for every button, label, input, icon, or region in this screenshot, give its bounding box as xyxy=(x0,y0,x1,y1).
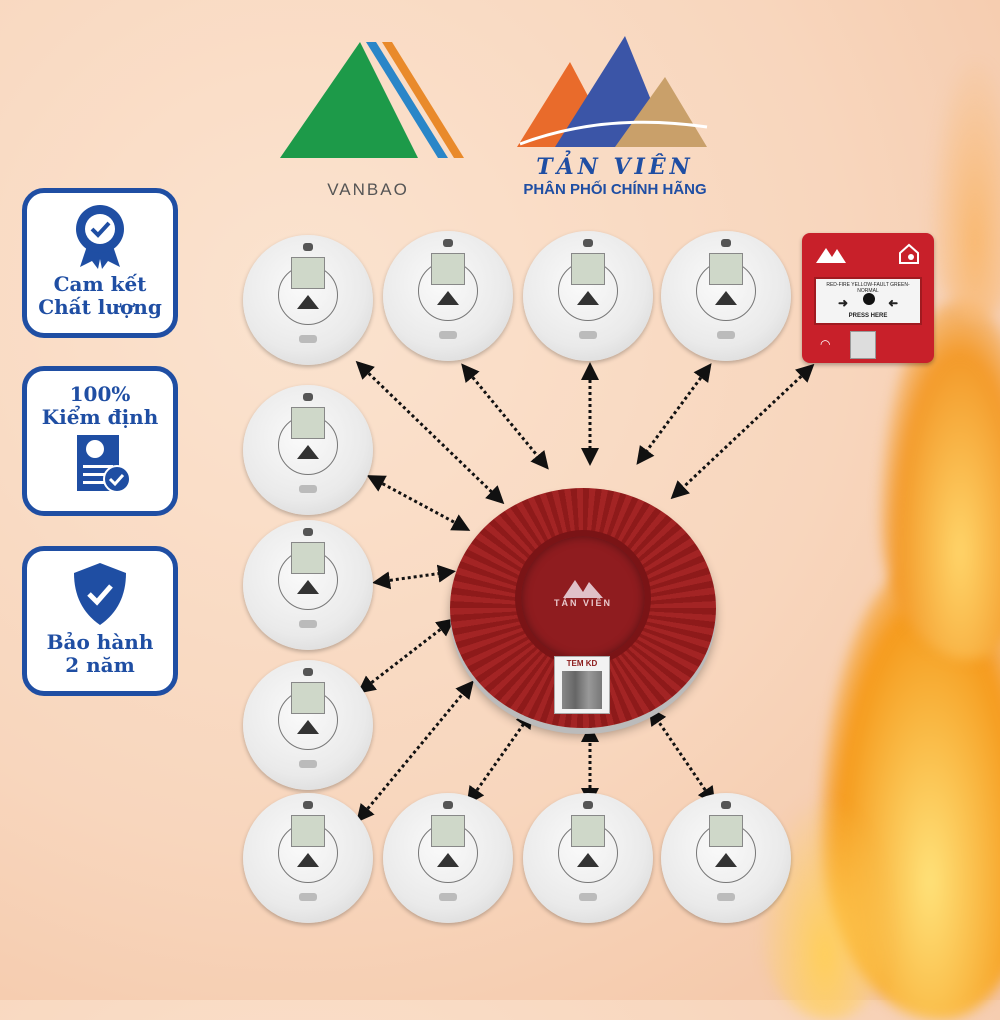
connection-arrow xyxy=(372,564,456,590)
manual-call-point: RED-FIRE YELLOW-FAULT GREEN-NORMAL ➜ ➜ P… xyxy=(802,233,934,363)
connection-arrow xyxy=(366,475,471,531)
smoke-detector xyxy=(661,793,791,923)
badge-text: Kiểm định xyxy=(41,405,159,429)
arrow-right-icon: ➜ xyxy=(838,296,849,310)
tanvien-logo: TẢN VIÊN PHÂN PHỐI CHÍNH HÃNG xyxy=(495,32,735,198)
connection-arrow xyxy=(461,363,549,470)
connection-arrow xyxy=(648,707,716,805)
press-here-label: PRESS HERE xyxy=(848,313,888,319)
smoke-detector xyxy=(383,231,513,361)
inspection-sticker: TEM KD xyxy=(554,656,610,714)
status-legend: RED-FIRE YELLOW-FAULT GREEN-NORMAL xyxy=(826,282,910,294)
connection-arrow xyxy=(357,618,455,694)
badge-text: Bảo hành xyxy=(46,630,154,654)
connection-arrow xyxy=(355,360,505,505)
vanbao-logo: VANBAO xyxy=(278,38,468,199)
badge-text: Chất lượng xyxy=(38,295,162,319)
badge-quality: Cam kết Chất lượng xyxy=(22,188,178,338)
connection-arrow xyxy=(466,710,534,805)
press-button[interactable] xyxy=(863,293,875,305)
connection-arrow xyxy=(636,363,712,465)
arrow-left-icon: ➜ xyxy=(887,296,898,310)
badge-warranty: Bảo hành 2 năm xyxy=(22,546,178,696)
inspection-sticker xyxy=(850,331,876,359)
badge-text: 2 năm xyxy=(65,653,135,677)
smoke-detector xyxy=(243,660,373,790)
smoke-detector xyxy=(243,793,373,923)
smoke-detector xyxy=(243,235,373,365)
smoke-detector xyxy=(243,520,373,650)
badge-text: 100% xyxy=(69,382,131,406)
smoke-detector xyxy=(243,385,373,515)
award-ribbon-check-icon xyxy=(76,205,124,269)
smoke-detector xyxy=(523,793,653,923)
smoke-detector xyxy=(523,231,653,361)
tanvien-tagline: PHÂN PHỐI CHÍNH HÃNG xyxy=(523,181,707,198)
connection-arrow xyxy=(670,363,815,500)
certificate-document-check-icon xyxy=(77,435,131,493)
badge-text: Cam kết xyxy=(53,272,147,296)
smoke-detector xyxy=(383,793,513,923)
call-point-window: RED-FIRE YELLOW-FAULT GREEN-NORMAL ➜ ➜ P… xyxy=(814,277,922,325)
house-fire-icon xyxy=(899,243,919,264)
wireless-siren: TẢN VIÊN TEM KD xyxy=(450,488,716,728)
tanvien-mountain-icon xyxy=(563,580,603,598)
vanbao-mountain-icon xyxy=(280,42,464,158)
connection-arrow xyxy=(356,680,474,823)
tanvien-name: TẢN VIÊN xyxy=(536,154,694,180)
badge-inspection: 100% Kiểm định xyxy=(22,366,178,516)
smoke-detector xyxy=(661,231,791,361)
shield-check-icon xyxy=(74,563,126,625)
siren-brand: TẢN VIÊN xyxy=(553,598,612,608)
vanbao-text: VANBAO xyxy=(327,180,409,199)
sticker-text: TEM KD xyxy=(566,659,598,668)
tanvien-mountain-icon xyxy=(517,36,708,147)
wifi-icon: ◠ xyxy=(820,337,831,351)
tanvien-mountain-icon xyxy=(816,248,846,263)
